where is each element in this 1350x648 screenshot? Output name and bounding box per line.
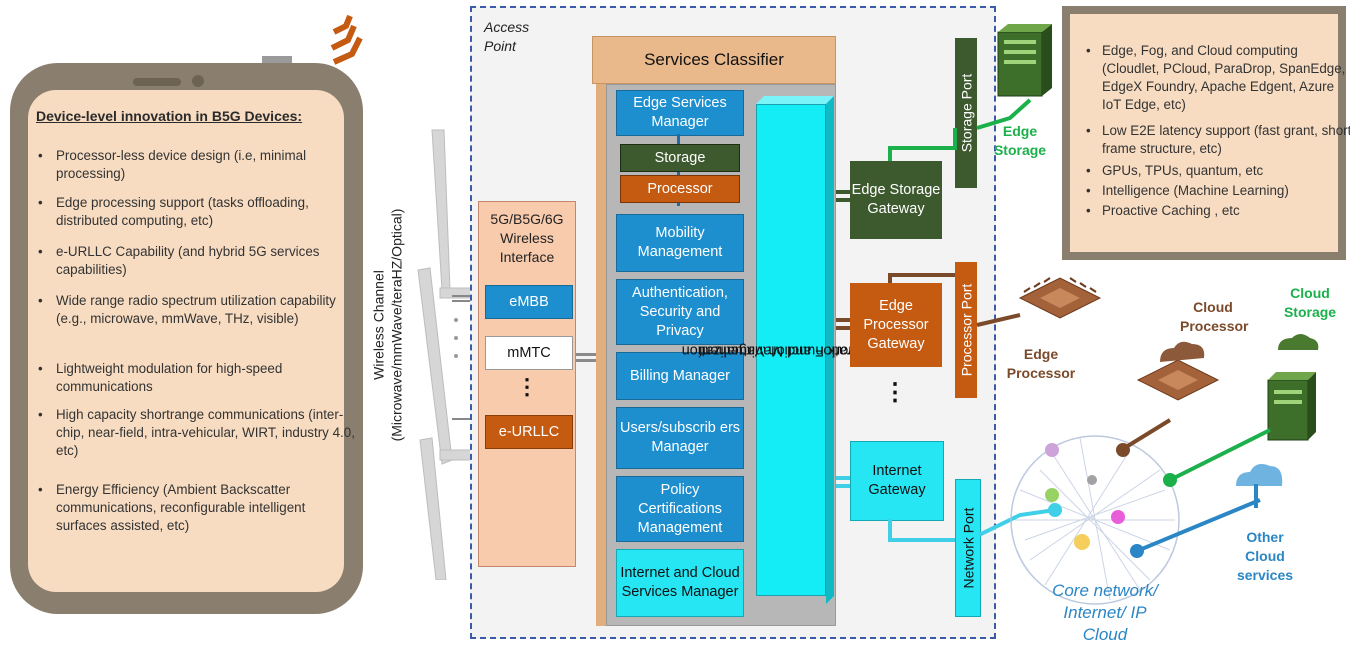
edge-storage-gateway: Edge Storage Gateway — [850, 161, 942, 239]
other-cloud-services-icon — [1236, 464, 1283, 508]
network-graphics — [888, 24, 1319, 605]
cloud-storage-link — [1169, 428, 1271, 482]
internet-cloud-services-box: Internet and Cloud Services Manager — [616, 549, 744, 617]
connector-line — [836, 476, 850, 480]
phone-title: Device-level innovation in B5G Devices: — [36, 108, 303, 124]
wireless-channel-line2: (Microwave/mmWave/teraHZ/Optical) — [388, 208, 405, 442]
phone-bullet: Energy Efficiency (Ambient Backscatter c… — [38, 481, 356, 535]
access-point-label-line2: Point — [484, 38, 516, 54]
connector-line — [836, 484, 850, 488]
edge-services-manager-box: Edge Services Manager — [616, 90, 744, 136]
embb-box: eMBB — [485, 285, 573, 319]
wireless-interface-box — [478, 201, 576, 567]
cloud-storage-label: Cloud Storage — [1283, 285, 1337, 320]
core-network-sphere-icon — [1010, 435, 1180, 605]
wireless-channel-label: Wireless Channel (Microwave/mmWave/teraH… — [360, 150, 414, 500]
edge-storage-server-icon — [997, 24, 1052, 97]
internet-gateway-link — [888, 519, 955, 542]
phone-bullet: Processor-less device design (i.e, minim… — [38, 147, 356, 183]
nfv-label: Network Function Virtualization Orchestr… — [682, 104, 903, 596]
internet-gateway: Internet Gateway — [850, 441, 944, 521]
edge-processor-link — [976, 313, 1021, 327]
network-link — [978, 508, 1056, 537]
gateways-ellipsis: ⋮ — [883, 379, 907, 406]
cloud-storage-icon — [1267, 334, 1319, 441]
processor-port: Processor Port — [955, 262, 977, 398]
cloud-processor-icon — [1136, 341, 1220, 401]
antennas — [417, 129, 478, 580]
phone-side-button — [262, 56, 292, 66]
info-bullet: Proactive Caching , etc — [1086, 202, 1350, 220]
storage-port: Storage Port — [955, 38, 977, 188]
phone-bullet: Lightweight modulation for high-speed co… — [38, 360, 356, 396]
services-classifier-side — [596, 84, 608, 626]
wireless-interface-title: 5G/B5G/6G Wireless Interface — [490, 211, 564, 265]
connector-line — [836, 198, 850, 202]
access-point-label: Access Point — [484, 18, 529, 56]
access-point-label-line1: Access — [484, 19, 530, 35]
phone-bullet: e-URLLC Capability (and hybrid 5G servic… — [38, 243, 356, 279]
eurllc-box: e-URLLC — [485, 415, 573, 449]
wireless-channel-line1: Wireless Channel — [370, 270, 387, 380]
phone-bullet: Wide range radio spectrum utilization ca… — [38, 292, 356, 328]
storage-box: Storage — [620, 144, 740, 172]
nfv-box — [756, 104, 826, 596]
storage-gateway-link — [888, 128, 957, 161]
edge-processor-gateway: Edge Processor Gateway — [850, 283, 942, 367]
other-cloud-link — [1136, 498, 1261, 553]
edge-storage-link — [976, 98, 1032, 130]
nfv-3d-edge — [756, 96, 834, 604]
edge-storage-label: Edge Storage — [993, 123, 1047, 158]
processor-gateway-link — [888, 273, 955, 283]
connector-line — [576, 353, 598, 356]
core-network-label: Core network/ Internet/ IP Cloud — [1052, 581, 1158, 644]
users-manager-box: Users/subscrib ers Manager — [616, 407, 744, 469]
connector-line — [836, 326, 850, 330]
billing-manager-box: Billing Manager — [616, 352, 744, 400]
policy-certifications-box: Policy Certifications Management — [616, 476, 744, 542]
network-port: Network Port — [955, 479, 981, 617]
signal-waves-icon — [330, 14, 363, 65]
antenna-icon — [431, 129, 451, 291]
cloud-processor-label: Cloud Processor — [1180, 299, 1249, 334]
phone-speaker — [133, 78, 181, 86]
phone-bullet: High capacity shortrange communications … — [38, 406, 356, 460]
services-classifier: Services Classifier — [592, 36, 836, 84]
wireless-interface-ellipsis: ⋮ — [516, 374, 538, 399]
connector-line — [836, 318, 850, 322]
antenna-mount-icon — [439, 449, 475, 461]
antenna-icon — [419, 437, 447, 580]
info-bullet: GPUs, TPUs, quantum, etc — [1086, 162, 1350, 180]
phone-bullet: Edge processing support (tasks offloadin… — [38, 194, 356, 230]
info-bullet: Edge, Fog, and Cloud computing (Cloudlet… — [1086, 42, 1350, 114]
auth-security-box: Authentication, Security and Privacy — [616, 279, 744, 345]
mobility-management-box: Mobility Management — [616, 214, 744, 272]
edge-processor-label: Edge Processor — [1006, 346, 1076, 381]
other-cloud-services-label: Other Cloud services — [1236, 529, 1294, 583]
connector-line — [836, 190, 850, 194]
mmtc-box: mMTC — [485, 336, 573, 370]
phone-camera — [192, 75, 204, 87]
info-bullet: Intelligence (Machine Learning) — [1086, 182, 1350, 200]
processor-box: Processor — [620, 175, 740, 203]
edge-processor-chip-icon — [1018, 277, 1102, 319]
connector-line — [576, 359, 598, 362]
info-bullet: Low E2E latency support (fast grant, sho… — [1086, 122, 1350, 158]
